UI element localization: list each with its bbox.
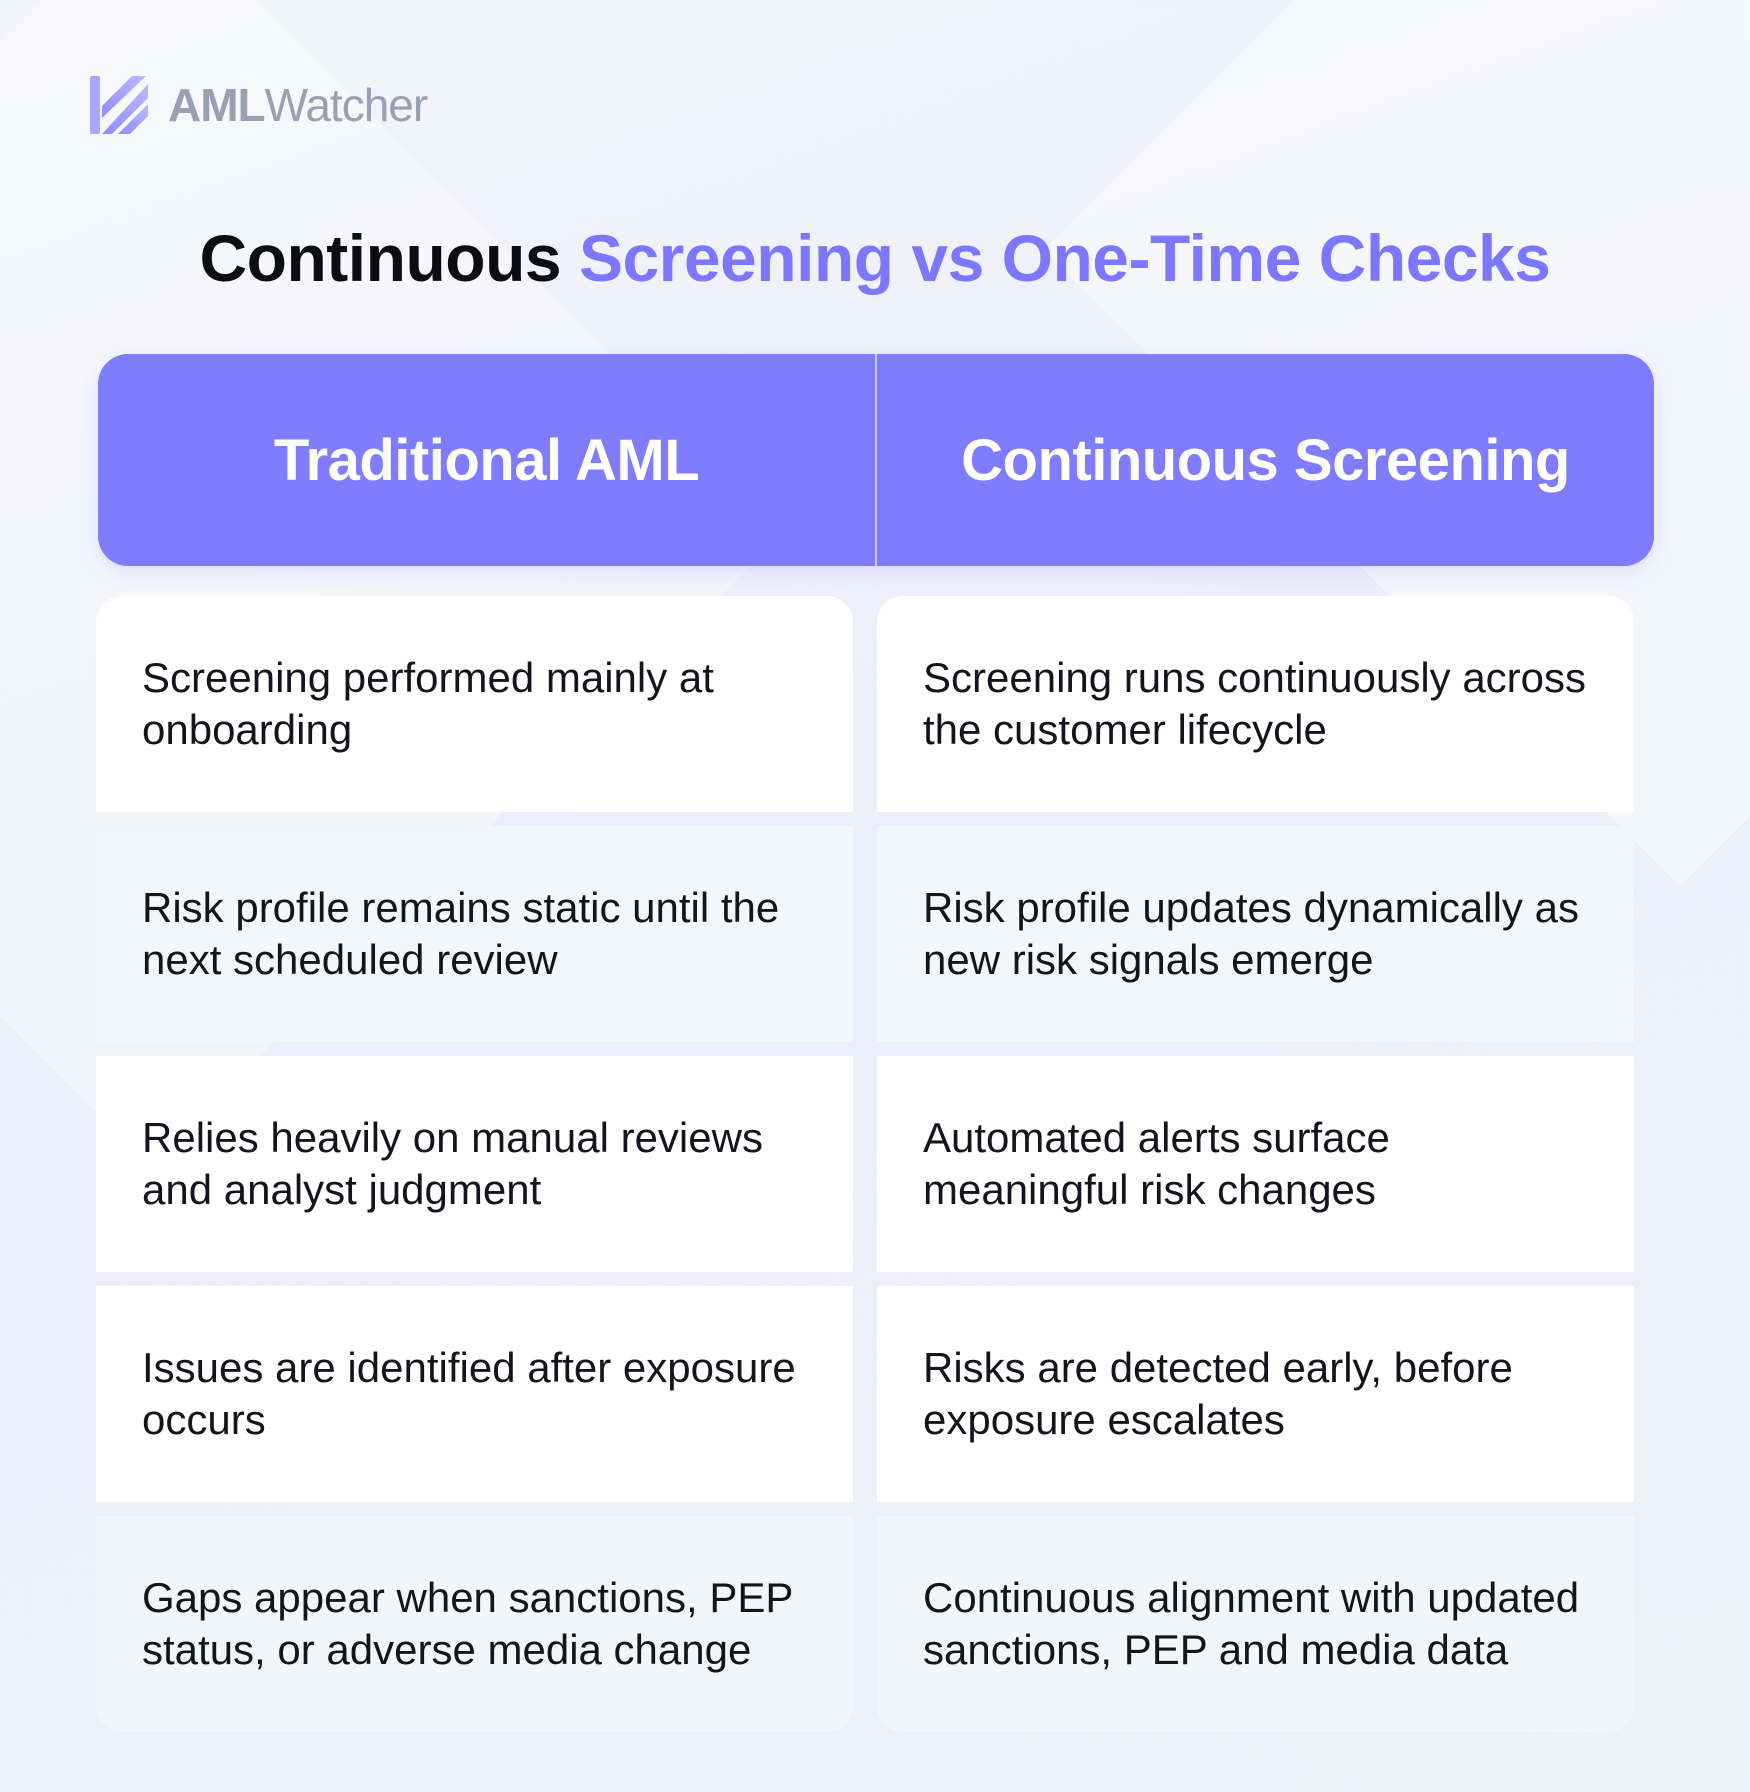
table-row: Gaps appear when sanctions, PEP status, … — [96, 1516, 1634, 1732]
brand-name-light: Watcher — [264, 79, 429, 131]
continuous-cell: Screening runs continuously across the c… — [877, 596, 1634, 812]
continuous-cell: Continuous alignment with updated sancti… — [877, 1516, 1634, 1732]
table-row: Issues are identified after exposure occ… — [96, 1286, 1634, 1502]
stripes-logo-icon — [90, 76, 148, 134]
brand-name: AMLWatcher — [168, 79, 429, 131]
title-prefix: Continuous — [199, 221, 562, 295]
table-row: Relies heavily on manual reviews and ana… — [96, 1056, 1634, 1272]
table-row: Risk profile remains static until the ne… — [96, 826, 1634, 1042]
traditional-cell: Issues are identified after exposure occ… — [96, 1286, 853, 1502]
page-title: Continuous Screening vs One-Time Checks — [0, 222, 1750, 295]
traditional-cell: Risk profile remains static until the ne… — [96, 826, 853, 1042]
column-header-traditional: Traditional AML — [98, 354, 877, 566]
comparison-header: Traditional AML Continuous Screening — [98, 354, 1654, 566]
title-highlight: Screening vs One-Time Checks — [578, 221, 1551, 295]
continuous-cell: Risks are detected early, before exposur… — [877, 1286, 1634, 1502]
brand-name-strong: AML — [168, 79, 266, 131]
traditional-cell: Screening performed mainly at onboarding — [96, 596, 853, 812]
comparison-table: Screening performed mainly at onboarding… — [96, 596, 1634, 1746]
traditional-cell: Gaps appear when sanctions, PEP status, … — [96, 1516, 853, 1732]
column-header-continuous: Continuous Screening — [961, 427, 1570, 493]
continuous-cell: Risk profile updates dynamically as new … — [877, 826, 1634, 1042]
traditional-cell: Relies heavily on manual reviews and ana… — [96, 1056, 853, 1272]
table-row: Screening performed mainly at onboarding… — [96, 596, 1634, 812]
brand-logo: AMLWatcher — [90, 76, 429, 134]
continuous-cell: Automated alerts surface meaningful risk… — [877, 1056, 1634, 1272]
